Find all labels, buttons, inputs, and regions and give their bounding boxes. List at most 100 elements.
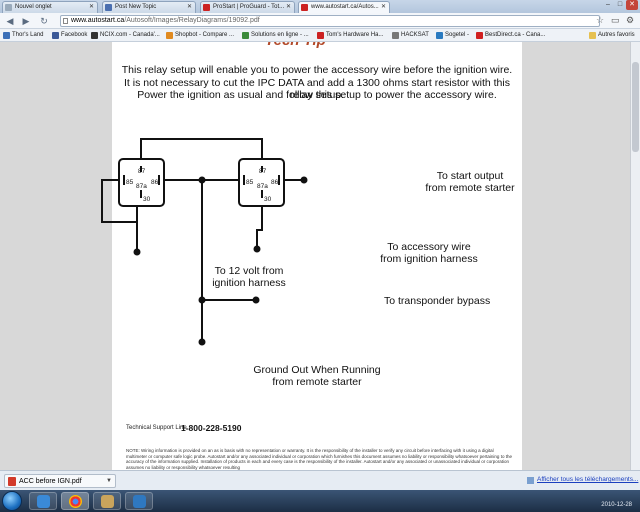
taskbar-ie[interactable] (29, 492, 57, 510)
show-all-label: Afficher tous les téléchargements... (537, 476, 639, 483)
relay2-pin-85: 85 (246, 179, 254, 186)
bookmark-item[interactable]: Sogetel - (436, 31, 469, 40)
tab-post-new-topic[interactable]: Post New Topic ✕ (102, 1, 196, 13)
relay1-pin-85: 85 (126, 179, 134, 186)
wire-relay1-85-loop (101, 179, 137, 223)
bookmark-favicon (91, 32, 98, 39)
tray-spacer (560, 492, 632, 501)
bookmark-item[interactable]: Thor's Land (3, 31, 44, 40)
minimize-button[interactable]: – (606, 1, 610, 8)
label-start-output: To start output from remote starter (420, 170, 520, 194)
bookmark-item[interactable]: Tom's Hardware Ha... (317, 31, 384, 40)
tab-title: Nouvel onglet (15, 4, 52, 10)
close-tab-icon[interactable]: ✕ (285, 4, 291, 10)
terminal-12v (133, 248, 141, 256)
bookmark-favicon (3, 32, 10, 39)
label-line: To accessory wire (387, 241, 471, 253)
chevron-down-icon[interactable]: ▼ (106, 478, 112, 484)
taskbar-app[interactable] (125, 492, 153, 510)
terminal-start-output (300, 176, 308, 184)
app-icon (133, 495, 146, 508)
taskbar-chrome[interactable] (61, 492, 89, 510)
vertical-scrollbar[interactable] (630, 42, 640, 470)
bookmark-item[interactable]: Facebook (52, 31, 87, 40)
bookmark-item[interactable]: NCIX.com - Canada'... (91, 31, 160, 40)
bookmark-favicon (476, 32, 483, 39)
relay-wiring-diagram: 87 85 86 87a 30 87 85 86 87a 30 (101, 138, 308, 346)
terminal-ground (198, 338, 206, 346)
address-bar[interactable]: www.autostart.ca/Autosoft/Images/RelayDi… (60, 15, 600, 27)
support-label: Technical Support Line (126, 425, 187, 431)
bookmark-item[interactable]: Shopbot - Compare ... (166, 31, 234, 40)
tab-title: Post New Topic (115, 4, 157, 10)
support-phone: 1-800-228-5190 (181, 423, 242, 433)
url-path: /Autosoft/Images/RelayDiagrams/19092.pdf (124, 17, 260, 24)
maximize-button[interactable]: □ (617, 1, 623, 8)
bookmark-label: Tom's Hardware Ha... (326, 32, 384, 38)
bookmark-label: Shopbot - Compare ... (175, 32, 235, 38)
tab-new-tab[interactable]: Nouvel onglet ✕ (2, 1, 98, 13)
start-button[interactable] (2, 491, 22, 511)
bookmark-item[interactable]: Solutions en ligne - ... (242, 31, 309, 40)
tab-proguard[interactable]: ProStart | ProGuard - Tot... ✕ (200, 1, 295, 13)
wire-87-link (140, 138, 263, 159)
bookmark-favicon (436, 32, 443, 39)
tab-title: www.autostart.ca/Autos... (311, 4, 379, 10)
bookmark-label: Autres favoris (598, 32, 635, 38)
chrome-icon (69, 495, 82, 508)
pdf-page (112, 42, 522, 470)
taskbar-files[interactable] (93, 492, 121, 510)
intro-line-3: Power the ignition as usual and follow t… (137, 89, 497, 101)
close-tab-icon[interactable]: ✕ (380, 4, 386, 10)
tab-title: ProStart | ProGuard - Tot... (213, 4, 285, 10)
document-title: Tech Tip (265, 42, 326, 49)
download-shelf: ACC before IGN.pdf ▼ Afficher tous les t… (0, 470, 640, 490)
bookmark-item[interactable]: BestDirect.ca - Cana... (476, 31, 545, 40)
bookmark-favicon (317, 32, 324, 39)
tab-strip: Nouvel onglet ✕ Post New Topic ✕ ProStar… (0, 0, 640, 13)
download-item[interactable]: ACC before IGN.pdf ▼ (4, 474, 116, 488)
relay2-pin-30: 30 (264, 196, 272, 203)
url-host: www.autostart.ca (71, 17, 125, 24)
label-line: To start output (436, 170, 504, 182)
system-tray[interactable]: 2010-12-28 (560, 492, 636, 510)
facebook-icon (52, 32, 59, 39)
disclaimer-text: NOTE: Wiring information is provided on … (126, 448, 512, 470)
bookmarks-bar: Thor's Land Facebook NCIX.com - Canada'.… (0, 29, 640, 42)
intro-line-1: This relay setup will enable you to powe… (121, 64, 513, 76)
label-line: from ignition harness (380, 253, 478, 265)
bookmark-favicon (392, 32, 399, 39)
internet-explorer-icon (37, 495, 50, 508)
relay2-pin-87a: 87a (257, 183, 268, 190)
wire-accessory (256, 206, 263, 249)
reload-icon[interactable]: ↻ (40, 16, 48, 26)
terminal-transponder (252, 296, 260, 304)
show-all-downloads-link[interactable]: Afficher tous les téléchargements... (527, 476, 639, 484)
wrench-icon[interactable]: ⚙ (626, 15, 635, 25)
label-line: To 12 volt from (214, 265, 284, 277)
relay1-pin-87: 87 (138, 168, 146, 175)
close-tab-icon[interactable]: ✕ (88, 4, 94, 10)
tab-autostart-pdf[interactable]: www.autostart.ca/Autos... ✕ (298, 1, 390, 13)
bookmark-favicon (166, 32, 173, 39)
label-transponder: To transponder bypass (384, 295, 491, 307)
forum-favicon (105, 4, 112, 11)
bookmark-star-icon[interactable]: ☆ (596, 15, 605, 25)
folder-icon (589, 32, 596, 39)
relay1-pin-30: 30 (143, 196, 151, 203)
forward-arrow-icon[interactable]: ▶ (22, 16, 30, 26)
scroll-thumb[interactable] (632, 62, 639, 152)
other-bookmarks[interactable]: Autres favoris (589, 31, 635, 40)
close-tab-icon[interactable]: ✕ (186, 4, 192, 10)
bookmark-item[interactable]: HACKSAT (392, 31, 429, 40)
close-window-button[interactable]: ✕ (626, 0, 638, 10)
window-controls: – □ ✕ (602, 0, 638, 11)
label-line: Ground Out When Running (253, 364, 381, 376)
page-menu-icon[interactable]: ▭ (611, 15, 620, 25)
tray-date: 2010-12-28 (601, 502, 632, 508)
autostart-favicon (301, 4, 308, 11)
terminal-accessory (253, 245, 261, 253)
back-arrow-icon[interactable]: ◀ (6, 16, 14, 26)
download-filename: ACC before IGN.pdf (19, 478, 82, 485)
bookmark-label: Sogetel - (445, 32, 470, 38)
